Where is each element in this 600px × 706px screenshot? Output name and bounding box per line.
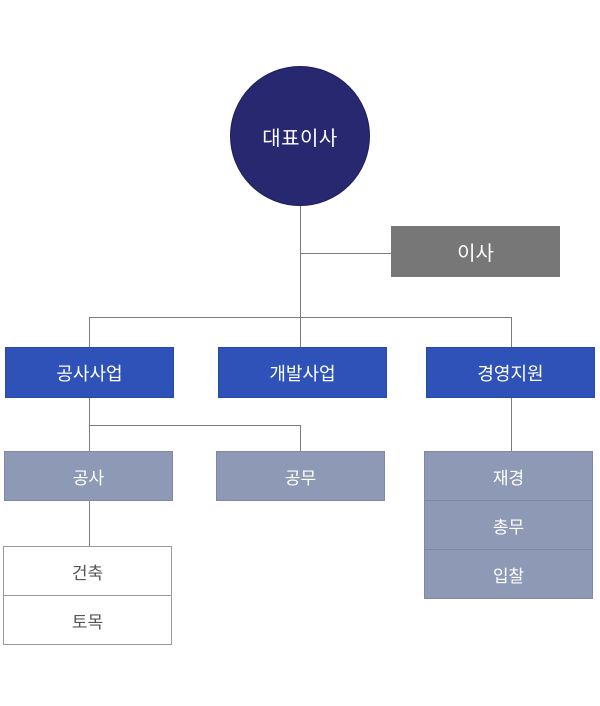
- dept-management-support: 경영지원: [426, 347, 595, 398]
- connector-dept-construction: [89, 317, 90, 347]
- dept-construction-business: 공사사업: [5, 347, 174, 398]
- team-label: 공사: [72, 468, 105, 489]
- connector-construction-down: [89, 398, 90, 451]
- team-general-affairs: 총무: [424, 500, 593, 550]
- dept-label: 공사사업: [56, 363, 123, 385]
- connector-to-gongmu: [300, 425, 301, 451]
- dept-label: 경영지원: [477, 363, 544, 385]
- unit-architecture: 건축: [3, 546, 172, 596]
- team-label: 총무: [492, 517, 525, 538]
- connector-gongsa-units: [89, 500, 90, 546]
- team-gongmu: 공무: [216, 451, 385, 501]
- connector-dept-management: [511, 317, 512, 347]
- dept-development-business: 개발사업: [218, 347, 387, 398]
- team-gongsa: 공사: [4, 451, 173, 501]
- dept-label: 개발사업: [269, 363, 336, 385]
- team-label: 입찰: [492, 566, 525, 587]
- team-bidding: 입찰: [424, 549, 593, 599]
- unit-civil-engineering: 토목: [3, 595, 172, 645]
- team-label: 공무: [284, 468, 317, 489]
- connector-construction-teams: [89, 425, 300, 426]
- connector-ceo-trunk: [300, 206, 301, 318]
- director-label: 이사: [457, 241, 494, 265]
- connector-management-down: [511, 398, 512, 451]
- ceo-label: 대표이사: [262, 125, 338, 150]
- director-node: 이사: [391, 226, 560, 277]
- ceo-node: 대표이사: [230, 66, 370, 206]
- unit-label: 건축: [71, 563, 104, 584]
- connector-dept-development: [300, 317, 301, 347]
- unit-label: 토목: [71, 612, 104, 633]
- team-label: 재경: [492, 468, 525, 489]
- team-finance: 재경: [424, 451, 593, 501]
- connector-director: [300, 253, 391, 254]
